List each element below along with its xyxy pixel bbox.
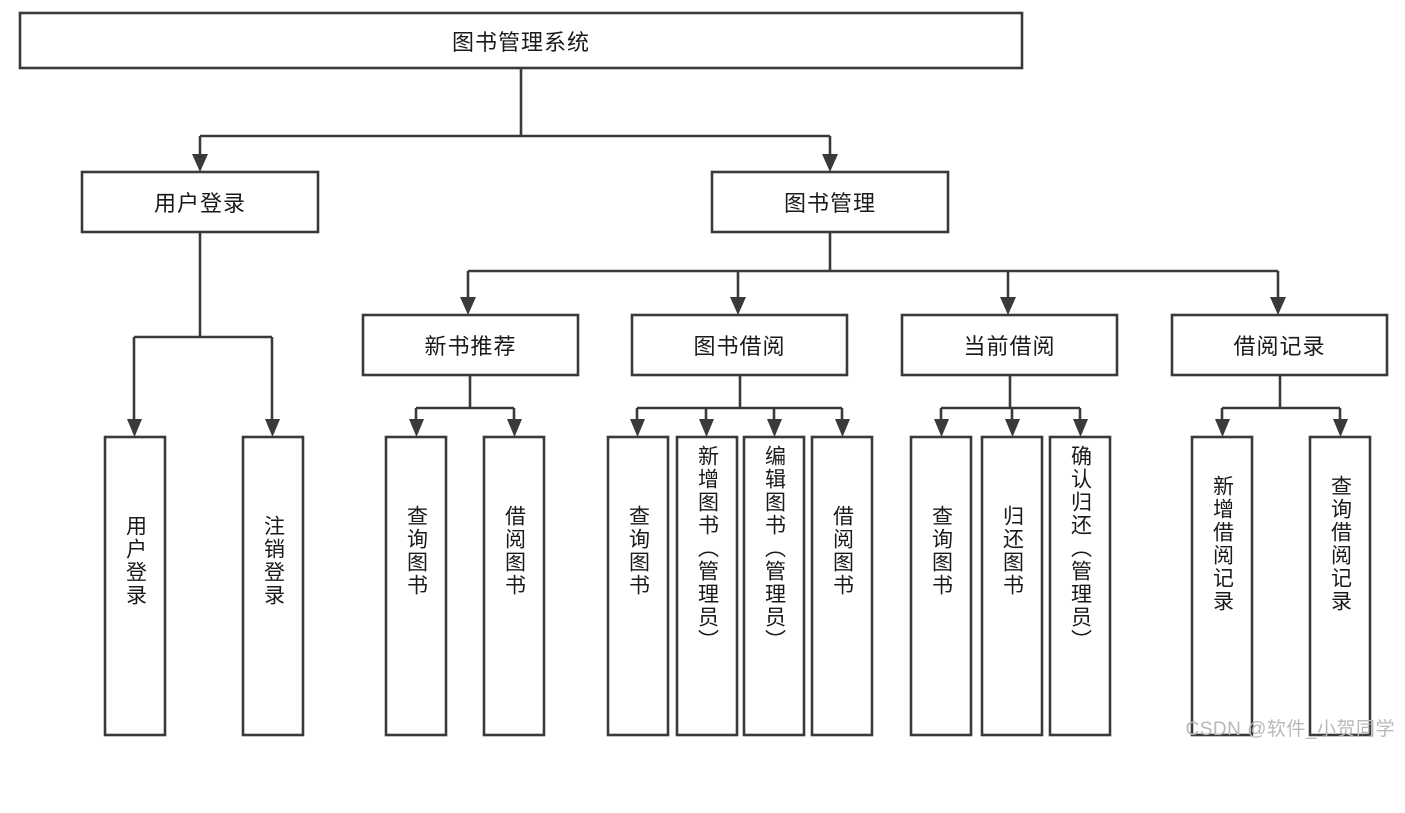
arrow-head-icon	[934, 419, 949, 437]
node-box-book-management[interactable]	[710, 170, 950, 234]
leaf-box-return-book[interactable]	[980, 435, 1044, 737]
arrow-head-icon	[767, 419, 782, 437]
connector-group-borrow	[630, 375, 850, 437]
arrow-head-icon	[630, 419, 645, 437]
arrow-head-icon	[507, 419, 522, 437]
arrow-head-icon	[1270, 297, 1286, 315]
connector-group-userlogin	[127, 232, 280, 437]
arrow-head-icon	[1000, 297, 1016, 315]
leaf-box-add-borrow-record[interactable]	[1190, 435, 1254, 737]
connector-group-record	[1215, 375, 1348, 437]
connector-group-bookmgmt	[460, 232, 1286, 315]
node-box-borrow-record[interactable]	[1170, 313, 1389, 377]
arrow-head-icon	[1333, 419, 1348, 437]
leaf-box-query-book-rec[interactable]	[384, 435, 448, 737]
leaf-box-logout[interactable]	[241, 435, 305, 737]
connector-group-root	[192, 68, 838, 172]
leaf-box-edit-book-admin[interactable]	[742, 435, 806, 737]
arrow-head-icon	[1005, 419, 1020, 437]
node-box-book-borrow[interactable]	[630, 313, 849, 377]
leaf-box-query-borrow-record[interactable]	[1308, 435, 1372, 737]
arrow-head-icon	[699, 419, 714, 437]
arrow-head-icon	[265, 419, 280, 437]
connector-group-current	[934, 375, 1088, 437]
leaf-box-query-book-current[interactable]	[909, 435, 973, 737]
node-box-current-borrow[interactable]	[900, 313, 1119, 377]
leaf-box-borrow-book-rec[interactable]	[482, 435, 546, 737]
leaf-box-user-login[interactable]	[103, 435, 167, 737]
leaf-box-confirm-return-admin[interactable]	[1048, 435, 1112, 737]
arrow-head-icon	[127, 419, 142, 437]
arrow-head-icon	[1215, 419, 1230, 437]
arrow-head-icon	[730, 297, 746, 315]
leaf-box-borrow-book[interactable]	[810, 435, 874, 737]
watermark-text: CSDN @软件_小贺同学	[1185, 719, 1395, 740]
hierarchy-diagram-svg	[18, 11, 1389, 737]
connector-group-newbook	[409, 375, 522, 437]
arrow-head-icon	[192, 154, 208, 172]
node-box-new-book-recommend[interactable]	[361, 313, 580, 377]
node-box-root[interactable]	[18, 11, 1024, 70]
diagram-canvas: 图书管理系统 用户登录 图书管理 新书推荐 图书借阅 当前借阅 借阅记录 用户登…	[18, 11, 1395, 740]
arrow-head-icon	[1073, 419, 1088, 437]
leaf-box-add-book-admin[interactable]	[675, 435, 739, 737]
leaf-box-query-book-borrow[interactable]	[606, 435, 670, 737]
arrow-head-icon	[822, 154, 838, 172]
node-box-user-login[interactable]	[80, 170, 320, 234]
arrow-head-icon	[409, 419, 424, 437]
arrow-head-icon	[460, 297, 476, 315]
arrow-head-icon	[835, 419, 850, 437]
